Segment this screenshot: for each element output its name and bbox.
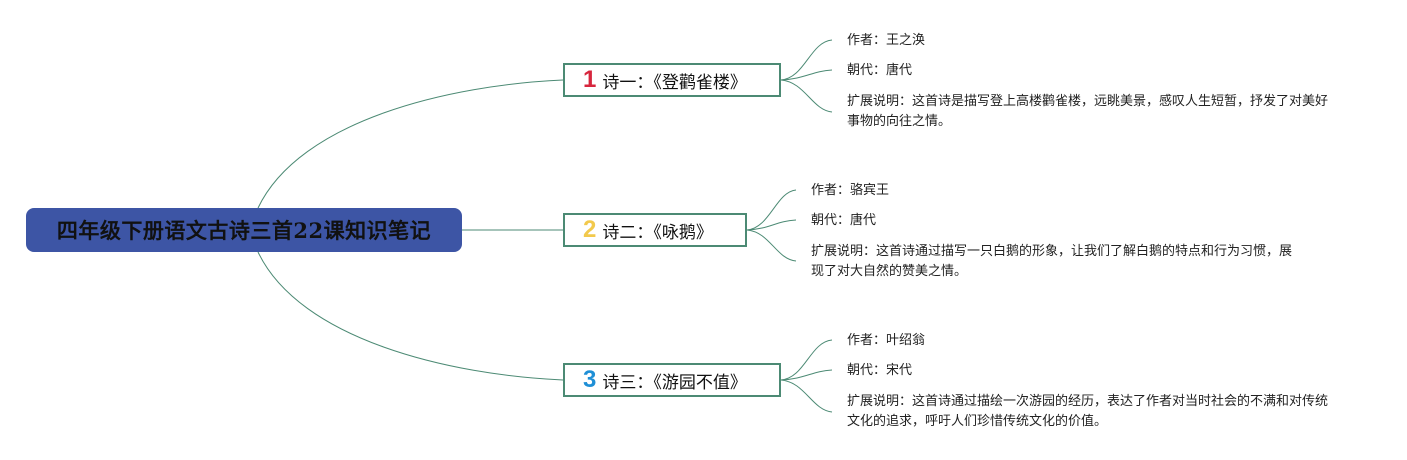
poem-2-author[interactable]: 作者：骆宾王 xyxy=(811,183,890,198)
connector-poem-1-author xyxy=(780,39,833,81)
number-2-icon: 2 xyxy=(583,216,597,243)
poem-2-explanation[interactable]: 扩展说明：这首诗通过描写一只白鹅的形象，让我们了解白鹅的特点和行为习惯，展现了对… xyxy=(811,244,1293,279)
connector-central-poem-3 xyxy=(257,251,564,381)
connector-poem-1-explanation xyxy=(780,79,833,113)
poem-title: 诗三：《游园不值》 xyxy=(602,372,747,393)
poem-3-dynasty[interactable]: 朝代：宋代 xyxy=(847,363,913,378)
connector-poem-2-dynasty xyxy=(746,219,797,231)
poem-1-author[interactable]: 作者：王之涣 xyxy=(847,33,926,48)
number-1-icon: 1 xyxy=(583,66,597,93)
connector-poem-3-author xyxy=(780,339,833,381)
connector-poem-3-dynasty xyxy=(780,369,833,381)
connector-poem-3-explanation xyxy=(780,379,833,413)
poem-title: 诗一：《登鹳雀楼》 xyxy=(602,72,747,93)
number-3-icon: 3 xyxy=(583,366,597,393)
central-topic[interactable]: 四年级下册语文古诗三首22课知识笔记 xyxy=(26,208,462,252)
poem-3-author[interactable]: 作者：叶绍翁 xyxy=(847,333,926,348)
poem-node-2[interactable]: 2 诗二：《咏鹅》 xyxy=(563,213,747,247)
poem-1-explanation[interactable]: 扩展说明：这首诗是描写登上高楼鹳雀楼，远眺美景，感叹人生短暂，抒发了对美好事物的… xyxy=(847,94,1329,129)
poem-3-explanation[interactable]: 扩展说明：这首诗通过描绘一次游园的经历，表达了作者对当时社会的不满和对传统文化的… xyxy=(847,394,1329,429)
connector-poem-2-explanation xyxy=(746,229,797,262)
poem-node-3[interactable]: 3 诗三：《游园不值》 xyxy=(563,363,781,397)
connector-poem-1-dynasty xyxy=(780,69,833,81)
connector-poem-2-author xyxy=(746,189,797,231)
poem-title: 诗二：《咏鹅》 xyxy=(602,222,713,243)
poem-1-dynasty[interactable]: 朝代：唐代 xyxy=(847,63,913,78)
poem-2-dynasty[interactable]: 朝代：唐代 xyxy=(811,213,877,228)
poem-node-1[interactable]: 1 诗一：《登鹳雀楼》 xyxy=(563,63,781,97)
connector-central-poem-1 xyxy=(257,79,564,209)
